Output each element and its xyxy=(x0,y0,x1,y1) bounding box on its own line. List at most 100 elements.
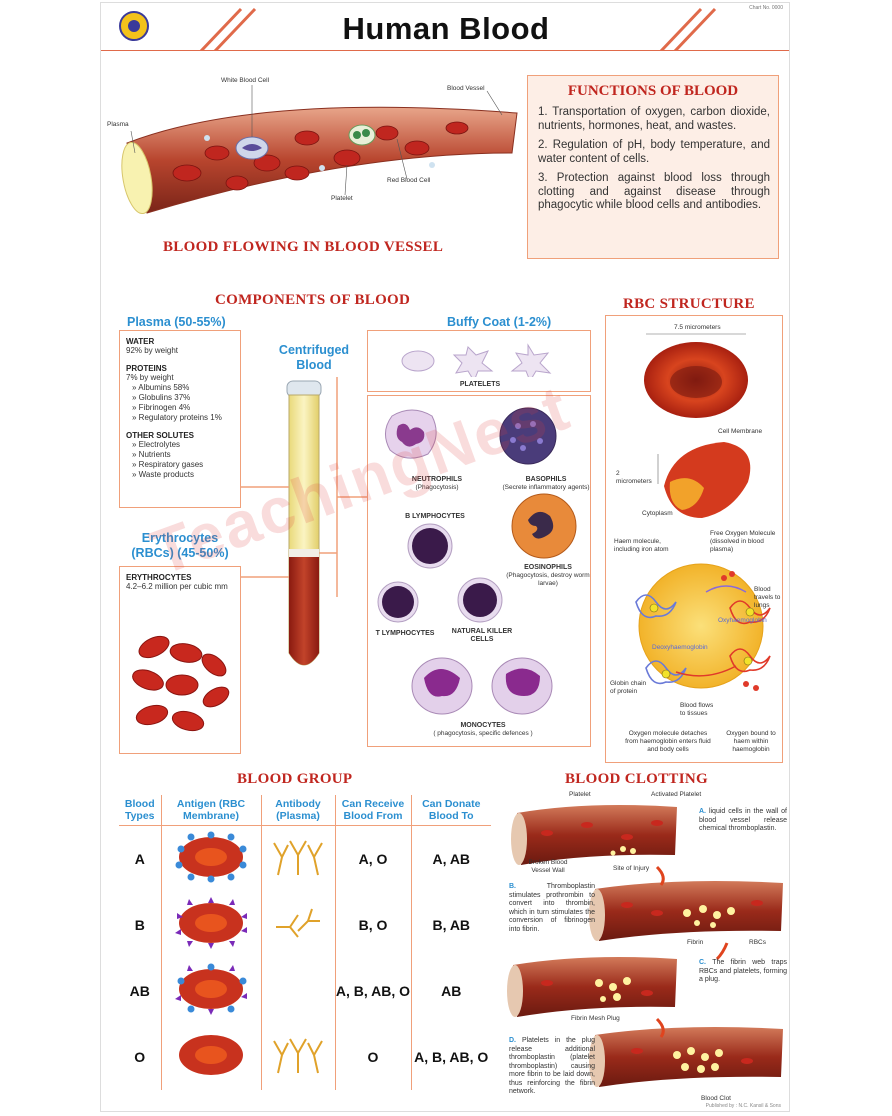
oxygen-bound-label: Oxygen bound to haem within haemoglobin xyxy=(726,730,776,753)
eosinophils-label: EOSINOPHILS(Phagocytosis, destroy worm l… xyxy=(506,564,590,587)
clot-platelet-label: Platelet xyxy=(569,791,591,798)
rbc-structure-title: RBC STRUCTURE xyxy=(623,296,755,312)
solutes-heading: OTHER SOLUTES xyxy=(126,431,195,440)
chart-code: Chart No. 0000 xyxy=(749,5,783,11)
clot-step-d: D. Platelets in the plug release additio… xyxy=(509,1037,595,1095)
donate-to: B, AB xyxy=(432,916,471,933)
header-band xyxy=(101,7,789,51)
rbc-structure-illustration xyxy=(635,333,771,691)
antibody-a-illustration xyxy=(273,840,323,876)
col-header-donate: Can Donate Blood To xyxy=(411,795,491,826)
function-item: 3. Protection against blood loss through… xyxy=(538,172,770,211)
antibody-b-illustration xyxy=(276,908,320,938)
solute-item: » Electrolytes xyxy=(132,440,181,449)
table-row: A A, O A, AB xyxy=(119,825,491,892)
clot-rbcs-label: RBCs xyxy=(749,939,766,946)
blood-group-title: BLOOD GROUP xyxy=(237,771,353,787)
rbc-thickness-label: 2 micrometers xyxy=(616,470,652,485)
platelets-label: PLATELETS xyxy=(459,381,501,388)
antigen-ab-illustration xyxy=(175,963,247,1015)
b-lymphocytes-label: B LYMPHOCYTES xyxy=(405,513,465,520)
cytoplasm-label: Cytoplasm xyxy=(642,510,673,517)
erythrocytes-panel: ERYTHROCYTES 4.2–6.2 million per cubic m… xyxy=(119,566,241,754)
publisher-logo xyxy=(119,11,149,41)
nk-cells-label: NATURAL KILLER CELLS xyxy=(451,628,513,643)
receive-from: A, B, AB, O xyxy=(335,957,412,1024)
label-rbc: Red Blood Cell xyxy=(387,177,431,184)
erythrocytes-sub-heading: ERYTHROCYTES xyxy=(126,573,192,582)
label-vessel: Blood Vessel xyxy=(447,85,485,92)
clot-step-a: A. liquid cells in the wall of blood ves… xyxy=(699,808,787,832)
clot-step-c: C. The fibrin web traps RBCs and platele… xyxy=(699,959,787,983)
wbc-panel: NEUTROPHILS(Phagocytosis) BASOPHILS(Secr… xyxy=(367,395,591,747)
label-platelet: Platelet xyxy=(331,195,353,202)
blood-clotting-illustration xyxy=(507,805,783,1087)
col-header-antibody: Antibody (Plasma) xyxy=(261,795,336,826)
footer-publisher: Published by : N.C. Kansil & Sons xyxy=(705,1103,781,1109)
platelets-illustration xyxy=(401,343,552,377)
solute-item: » Respiratory gases xyxy=(132,460,204,469)
antigen-a-cell xyxy=(161,825,262,892)
rbc-structure-panel: 7.5 micrometers Cell Membrane 2 micromet… xyxy=(605,315,783,763)
buffy-heading: Buffy Coat (1-2%) xyxy=(447,315,552,329)
antibody-b-cell xyxy=(261,891,336,958)
antigen-b-cell xyxy=(161,891,262,958)
antibody-o-cell xyxy=(261,1023,336,1090)
page-title: Human Blood xyxy=(342,11,550,46)
antigen-o-cell xyxy=(161,1023,262,1090)
clot-injury-label: Site of Injury xyxy=(613,865,650,872)
clot-stage-c xyxy=(507,957,677,1017)
clot-activated-label: Activated Platelet xyxy=(651,791,702,798)
t-lymphocytes-label: T LYMPHOCYTES xyxy=(375,630,435,637)
basophils-label: BASOPHILS(Secrete inflammatory agents) xyxy=(502,476,590,491)
table-row: AB A, B, AB, O AB xyxy=(119,957,491,1024)
water-heading: WATER xyxy=(126,337,155,346)
oxyhaemoglobin-label: Oxyhaemoglobin xyxy=(718,617,767,624)
erythrocytes-heading: Erythrocytes (RBCs) (45-50%) xyxy=(131,531,229,560)
eosinophil-cell xyxy=(511,493,577,559)
function-item: 1. Transportation of oxygen, carbon diox… xyxy=(538,106,770,132)
table-row: O O A, B, AB, O xyxy=(119,1023,491,1090)
col-header-types: Blood Types xyxy=(119,795,162,826)
monocytes-label: MONOCYTES( phagocytosis, specific defenc… xyxy=(433,722,533,737)
protein-item: » Albumins 58% xyxy=(132,383,190,392)
antigen-o-illustration xyxy=(179,1035,243,1075)
label-wbc: White Blood Cell xyxy=(221,77,270,84)
antigen-b-illustration xyxy=(175,897,247,949)
basophil-cell xyxy=(499,407,557,465)
receive-from: B, O xyxy=(335,891,412,958)
platelets-panel: PLATELETS xyxy=(367,330,591,392)
donate-to: A, AB xyxy=(432,850,471,867)
blood-type: O xyxy=(119,1023,162,1090)
rbc-cluster-illustration xyxy=(132,635,230,732)
solute-item: » Nutrients xyxy=(132,450,171,459)
nk-cell xyxy=(457,577,503,623)
receive-from: O xyxy=(335,1023,412,1090)
t-lymphocyte-cell xyxy=(377,581,419,623)
antibody-o-illustration xyxy=(273,1038,323,1074)
clot-stage-b xyxy=(589,881,783,941)
proteins-heading: PROTEINS xyxy=(126,364,167,373)
poster: Human Blood Chart No. 0000 White Blood C… xyxy=(100,2,790,1112)
wbc-illustrations xyxy=(377,407,577,715)
blood-vessel-illustration xyxy=(121,85,518,215)
antibody-a-cell xyxy=(261,825,336,892)
col-header-receive: Can Receive Blood From xyxy=(335,795,412,826)
erythrocytes-count: 4.2–6.2 million per cubic mm xyxy=(126,582,228,591)
clot-arrows xyxy=(655,865,729,1038)
clot-blood-clot-label: Blood Clot xyxy=(701,1095,731,1102)
deoxyhaemoglobin-label: Deoxyhaemoglobin xyxy=(652,644,708,651)
receive-from: A, O xyxy=(335,825,412,892)
protein-item: » Regulatory proteins 1% xyxy=(132,413,222,422)
blood-type: B xyxy=(119,891,162,958)
b-lymphocyte-cell xyxy=(407,523,453,569)
rbc-diameter-label: 7.5 micrometers xyxy=(674,324,721,331)
haem-label: Haem molecule, including iron atom xyxy=(614,538,669,553)
globin-label: Globin chain of protein xyxy=(610,680,647,695)
solute-item: » Waste products xyxy=(132,470,194,479)
functions-panel: FUNCTIONS OF BLOOD 1. Transportation of … xyxy=(527,75,779,259)
antigen-a-illustration xyxy=(175,831,247,883)
tissues-label: Blood flows to tissues xyxy=(680,702,714,717)
antibody-ab-cell xyxy=(261,957,336,1024)
antigen-ab-cell xyxy=(161,957,262,1024)
